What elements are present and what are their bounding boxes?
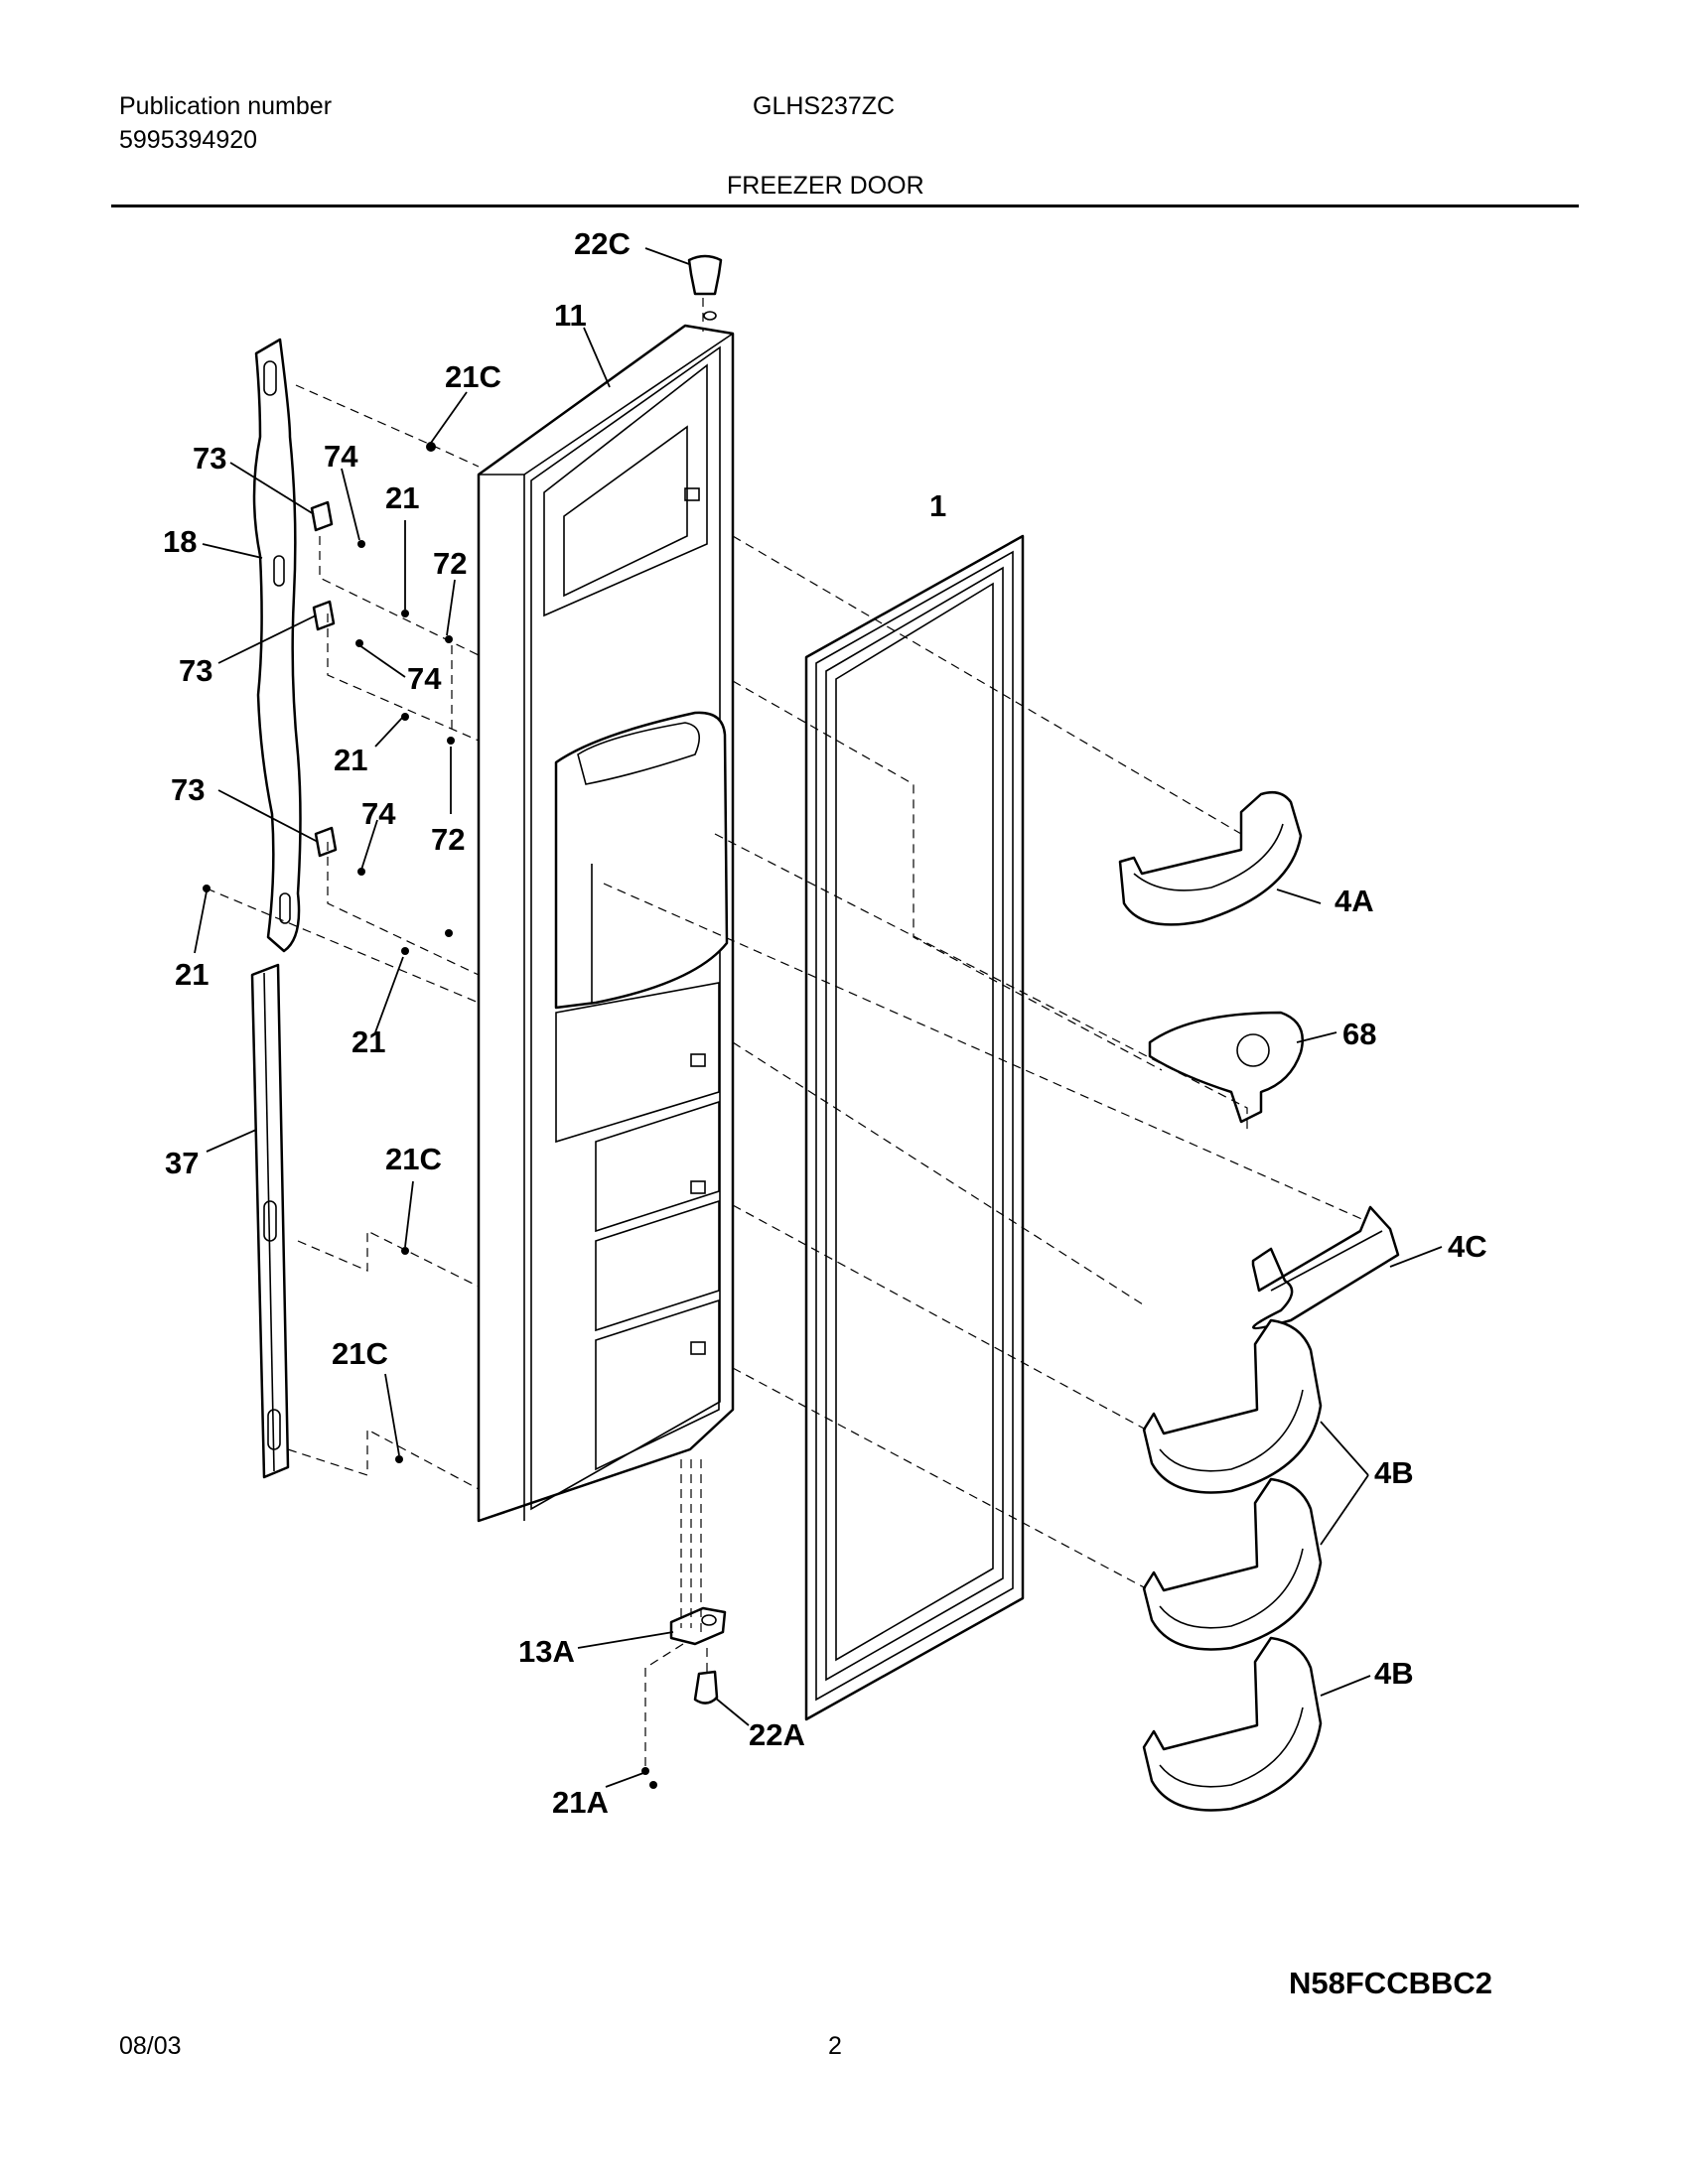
part-bin-4A xyxy=(1118,791,1303,926)
callout-4C: 4C xyxy=(1448,1229,1487,1264)
publication-number: 5995394920 xyxy=(119,126,258,154)
callout-21-a: 21 xyxy=(385,480,419,515)
part-door-liner xyxy=(477,311,735,1523)
part-bin-4B-b xyxy=(1142,1477,1323,1651)
callout-21A: 21A xyxy=(552,1785,609,1820)
callout-74-a: 74 xyxy=(324,439,358,474)
callout-4B-b: 4B xyxy=(1374,1656,1414,1691)
callout-4A: 4A xyxy=(1335,884,1374,918)
callout-72-a: 72 xyxy=(433,546,467,581)
exploded-parts-diagram: 22C 11 21C 73 74 21 72 18 1 73 74 21 73 … xyxy=(163,226,1487,1820)
part-clip-73-b xyxy=(312,600,336,631)
callout-21C-mid: 21C xyxy=(385,1142,442,1176)
alignment-lines xyxy=(206,298,1367,1767)
model-number: GLHS237ZC xyxy=(753,92,896,120)
callout-74-c: 74 xyxy=(361,796,396,831)
callout-11: 11 xyxy=(554,298,587,333)
part-handle-lower xyxy=(250,963,290,1479)
callout-21-d: 21 xyxy=(352,1024,385,1059)
callout-73-b: 73 xyxy=(179,653,212,688)
callout-74-b: 74 xyxy=(407,661,442,696)
leader-lines xyxy=(194,247,1443,1788)
callout-1: 1 xyxy=(929,488,946,523)
part-bin-4C xyxy=(1251,1205,1400,1330)
section-title: FREEZER DOOR xyxy=(727,172,924,200)
callout-21-c: 21 xyxy=(175,957,209,992)
part-handle-upper xyxy=(252,338,302,953)
part-clip-73-a xyxy=(310,500,334,532)
part-clip-73-c xyxy=(314,826,338,858)
drawing-code: N58FCCBBC2 xyxy=(1289,1966,1492,2000)
callout-21C-top: 21C xyxy=(445,359,501,394)
page-number: 2 xyxy=(828,2032,842,2060)
callout-21-b: 21 xyxy=(334,743,367,777)
callout-73-a: 73 xyxy=(193,441,226,476)
part-door-gasket xyxy=(804,534,1025,1721)
callout-73-c: 73 xyxy=(171,772,205,807)
part-bushing-top xyxy=(687,254,723,296)
publication-label: Publication number xyxy=(119,92,333,120)
callout-13A: 13A xyxy=(518,1634,575,1669)
callout-21C-low: 21C xyxy=(332,1336,388,1371)
part-bushing-bottom xyxy=(693,1670,719,1705)
part-hinge-bracket xyxy=(669,1606,727,1646)
callout-4B-a: 4B xyxy=(1374,1455,1414,1490)
callout-labels: 22C 11 21C 73 74 21 72 18 1 73 74 21 73 … xyxy=(163,226,1487,1820)
part-bin-68 xyxy=(1148,1011,1304,1124)
callout-22C-top: 22C xyxy=(574,226,631,261)
part-bin-4B-a xyxy=(1142,1318,1323,1494)
header-divider xyxy=(111,205,1579,207)
callout-22A: 22A xyxy=(749,1717,805,1752)
callout-18: 18 xyxy=(163,524,197,559)
callout-37: 37 xyxy=(165,1146,199,1180)
part-bin-4B-c xyxy=(1142,1636,1323,1812)
publication-date: 08/03 xyxy=(119,2032,182,2060)
callout-72-b: 72 xyxy=(431,822,465,857)
callout-68: 68 xyxy=(1342,1017,1376,1051)
